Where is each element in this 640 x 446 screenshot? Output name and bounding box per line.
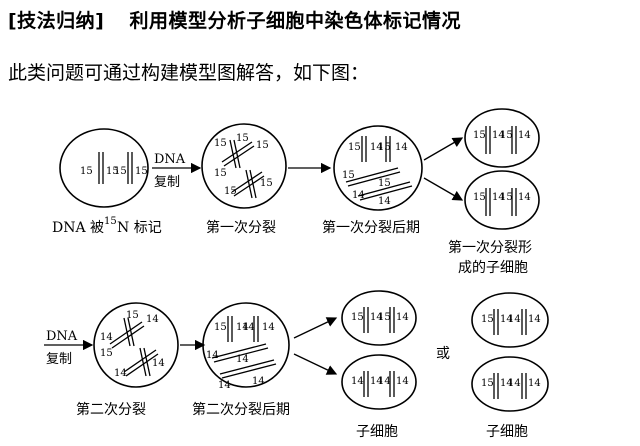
strand-label: 15	[256, 140, 269, 151]
strand-label: 15	[378, 142, 391, 153]
strand-label: 15	[100, 348, 113, 359]
strand-label: 14	[236, 322, 249, 333]
strand-label: 14	[492, 130, 505, 141]
strand-label: 14	[206, 350, 219, 361]
strand-label: 14	[396, 312, 409, 323]
header: [技法归纳] 利用模型分析子细胞中染色体标记情况	[8, 6, 461, 33]
daughter-cell-2a-bottom: 14 14 14 14	[341, 354, 417, 410]
strand-label: 14	[395, 142, 408, 153]
label-div1: 第一次分裂	[206, 219, 276, 236]
intro-text: 此类问题可通过构建模型图解答，如下图：	[8, 62, 370, 84]
strand-label: 15	[378, 312, 391, 323]
label-start-sup: 15	[104, 216, 117, 227]
strand-label: 14	[114, 368, 127, 379]
arrow-copy-label-2: 复制	[46, 352, 72, 367]
daughter-cell-2a-top: 15 14 15 14	[341, 290, 417, 346]
strand-label: 15	[500, 192, 513, 203]
arrow-split-up-2	[293, 317, 338, 339]
strand-label: 14	[396, 376, 409, 387]
daughter-cell-2b-bottom: 15 14 14 14	[471, 356, 549, 412]
arrow-split-up-1	[423, 137, 464, 161]
strand-label: 14	[518, 192, 531, 203]
strand-label: 14	[508, 314, 521, 325]
arrow-copy-label: 复制	[154, 175, 180, 190]
strand-label: 15	[500, 130, 513, 141]
strand-label: 15	[348, 142, 361, 153]
daughter-cell-1a: 15 14 15 14	[464, 108, 540, 168]
cell-initial: 15 15 15 15	[59, 128, 149, 208]
arrow-replicate-2: DNA 复制	[44, 329, 94, 367]
label-daughter-2a: 子细胞	[356, 424, 398, 440]
strand-label: 15	[236, 133, 249, 144]
strand-label: 15	[342, 170, 355, 181]
label-div1-late: 第一次分裂后期	[322, 219, 420, 236]
label-or: 或	[436, 346, 450, 362]
strand-label: 15	[351, 312, 364, 323]
label-start-post: N 标记	[117, 220, 162, 236]
strand-label: 14	[492, 192, 505, 203]
header-tag: [技法归纳]	[8, 10, 105, 32]
strand-label: 14	[370, 312, 383, 323]
strand-label: 14	[500, 314, 513, 325]
strand-label: 14	[508, 378, 521, 389]
strand-label: 14	[351, 376, 364, 387]
strand-label: 15	[378, 178, 391, 189]
strand-label: 15	[126, 310, 139, 321]
strand-label: 14	[528, 314, 541, 325]
arrow-dna-label-2: DNA	[46, 329, 78, 344]
cell-div1-late: 15 14 15 14 15 15 14 14	[333, 125, 423, 211]
strand-label: 15	[135, 166, 148, 177]
label-daughter-2b: 子细胞	[486, 424, 528, 440]
strand-label: 15	[106, 166, 119, 177]
strand-label: 15	[481, 378, 494, 389]
strand-label: 15	[473, 130, 486, 141]
cell-div2: 14 15 14 15 14 14	[93, 302, 179, 388]
strand-label: 14	[370, 376, 383, 387]
cell-div2-late: 15 14 14 14 14 14 14 14	[202, 302, 290, 391]
strand-label: 14	[146, 314, 159, 325]
label-start-pre: DNA 被	[52, 220, 104, 236]
header-title: 利用模型分析子细胞中染色体标记情况	[129, 10, 462, 32]
label-daughter-1-line2: 成的子细胞	[458, 260, 528, 276]
strand-label: 14	[236, 354, 249, 365]
strand-label: 15	[114, 166, 127, 177]
arrow-split-down-2	[293, 353, 338, 375]
arrow-replicate-1: DNA 复制	[152, 152, 202, 190]
strand-label: 15	[224, 186, 237, 197]
strand-label: 14	[152, 358, 165, 369]
strand-label: 15	[260, 178, 273, 189]
strand-label: 14	[218, 380, 231, 391]
strand-label: 14	[252, 376, 265, 387]
label-div2: 第二次分裂	[76, 401, 146, 418]
strand-label: 15	[214, 138, 227, 149]
strand-label: 14	[242, 322, 255, 333]
daughter-cell-2b-top: 15 14 14 14	[471, 292, 549, 348]
label-div2-late: 第二次分裂后期	[192, 401, 290, 418]
label-daughter-1-line1: 第一次分裂形	[448, 239, 532, 256]
strand-label: 15	[80, 166, 93, 177]
strand-label: 14	[378, 376, 391, 387]
strand-label: 14	[100, 332, 113, 343]
daughter-cell-1b: 15 14 15 14	[464, 170, 540, 230]
strand-label: 14	[352, 190, 365, 201]
arrow-dna-label: DNA	[154, 152, 186, 167]
strand-label: 15	[214, 322, 227, 333]
arrow-split-down-1	[423, 177, 464, 201]
strand-label: 14	[500, 378, 513, 389]
strand-label: 14	[262, 322, 275, 333]
strand-label: 15	[214, 168, 227, 179]
strand-label: 14	[370, 142, 383, 153]
strand-label: 14	[518, 130, 531, 141]
strand-label: 14	[378, 196, 391, 207]
cell-div1: 15 15 15 15 15 15	[201, 123, 287, 209]
strand-label: 15	[473, 192, 486, 203]
strand-label: 15	[481, 314, 494, 325]
strand-label: 14	[528, 378, 541, 389]
